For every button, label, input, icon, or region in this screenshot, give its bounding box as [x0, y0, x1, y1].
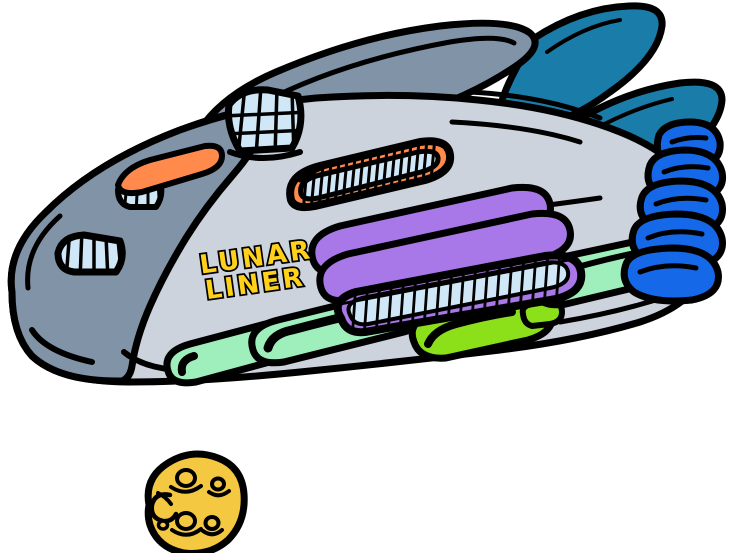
nose-window-strip	[54, 231, 126, 276]
hull-highlight-stroke-4	[467, 89, 603, 121]
dome-pane-grid	[228, 89, 301, 151]
orange-nose-accent	[115, 142, 225, 197]
purple-window-capsule	[333, 251, 586, 337]
moon-craters	[149, 468, 231, 537]
engine-ring-highlights	[637, 135, 711, 275]
ship-lunar-liner: LUNAR LINER	[7, 2, 727, 387]
cockpit-dome-window	[225, 86, 305, 155]
moon	[144, 450, 248, 553]
dome-base-shadow	[227, 149, 303, 161]
engine-ring-stack	[620, 118, 727, 305]
hull-highlight-stroke-3	[449, 119, 583, 145]
